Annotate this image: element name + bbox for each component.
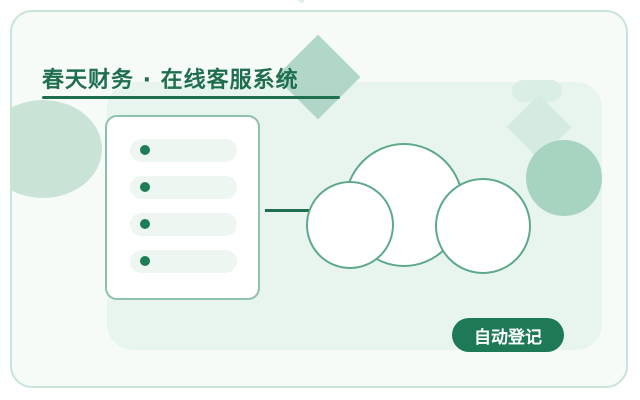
decorative-circle-right (526, 140, 602, 216)
list-item (130, 139, 237, 162)
list-panel-icon (105, 115, 260, 300)
list-item (130, 176, 237, 199)
list-item (130, 250, 237, 273)
connector-line (265, 209, 331, 212)
decorative-pill-right (512, 80, 562, 102)
auto-register-button[interactable]: 自动登记 (452, 318, 564, 352)
decorative-slash (287, 0, 307, 4)
cloud-right-circle (435, 178, 531, 274)
list-item (130, 213, 237, 236)
list-bullet (140, 256, 150, 266)
title-underline (42, 96, 340, 99)
cloud-left-circle (306, 181, 394, 269)
list-bullet (140, 182, 150, 192)
decorative-circle-left (12, 100, 102, 198)
list-bullet (140, 145, 150, 155)
banner-title: 春天财务 · 在线客服系统 (42, 68, 299, 93)
list-bullet (140, 219, 150, 229)
